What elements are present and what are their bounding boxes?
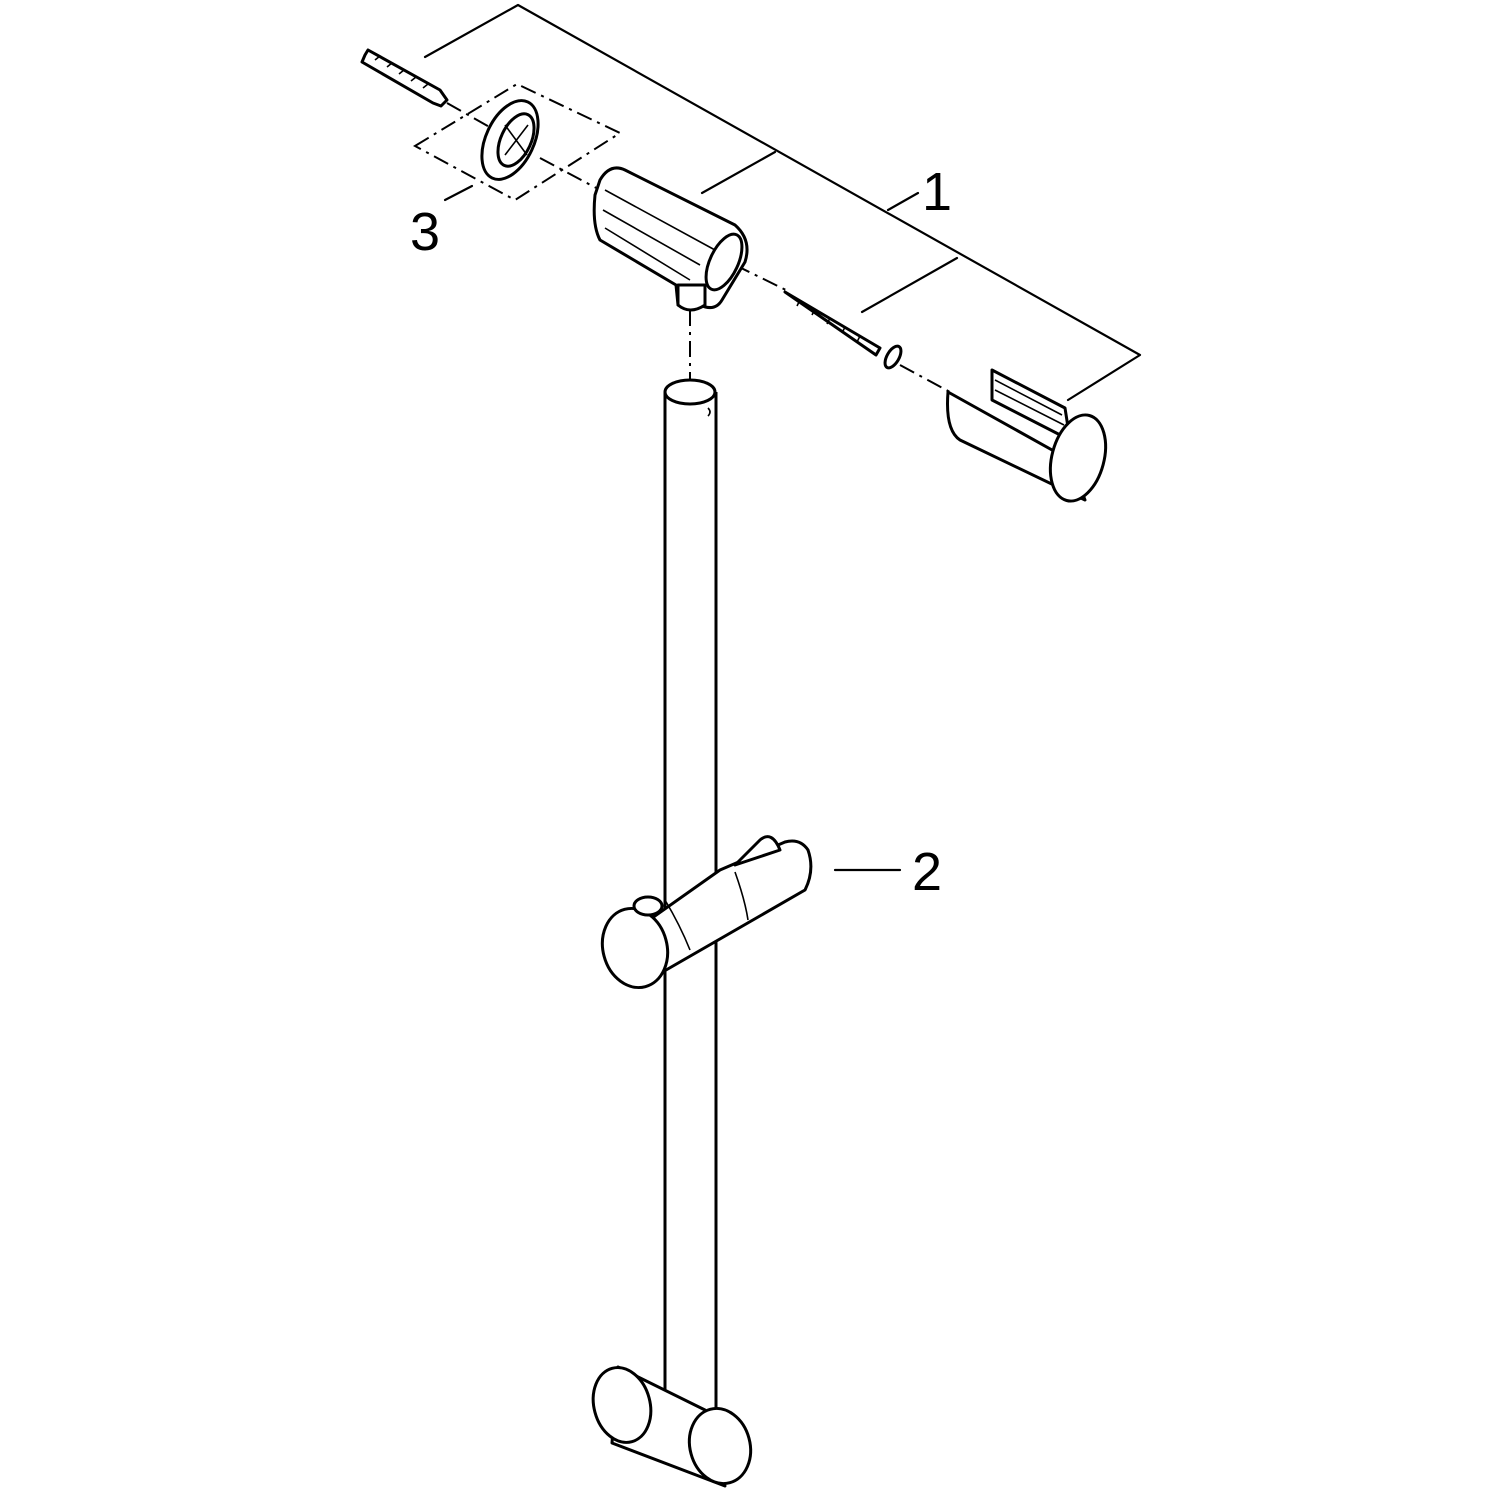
callout-3-leader [443, 184, 474, 202]
slider [600, 835, 813, 990]
assembly-axis-screw [734, 264, 951, 393]
callout-1-bracket [423, 3, 1142, 402]
assembly-axis-upper [446, 102, 601, 191]
callout-1-label: 1 [922, 162, 953, 222]
callout-3-label: 3 [410, 202, 441, 262]
part-3-ring [412, 82, 623, 202]
callout-2-label: 2 [912, 842, 943, 902]
screw [783, 290, 903, 370]
bottom-wall-bracket [591, 1365, 753, 1488]
wall-plug [360, 48, 449, 108]
upper-wall-bracket [592, 166, 749, 312]
end-cap-bracket [946, 368, 1108, 503]
